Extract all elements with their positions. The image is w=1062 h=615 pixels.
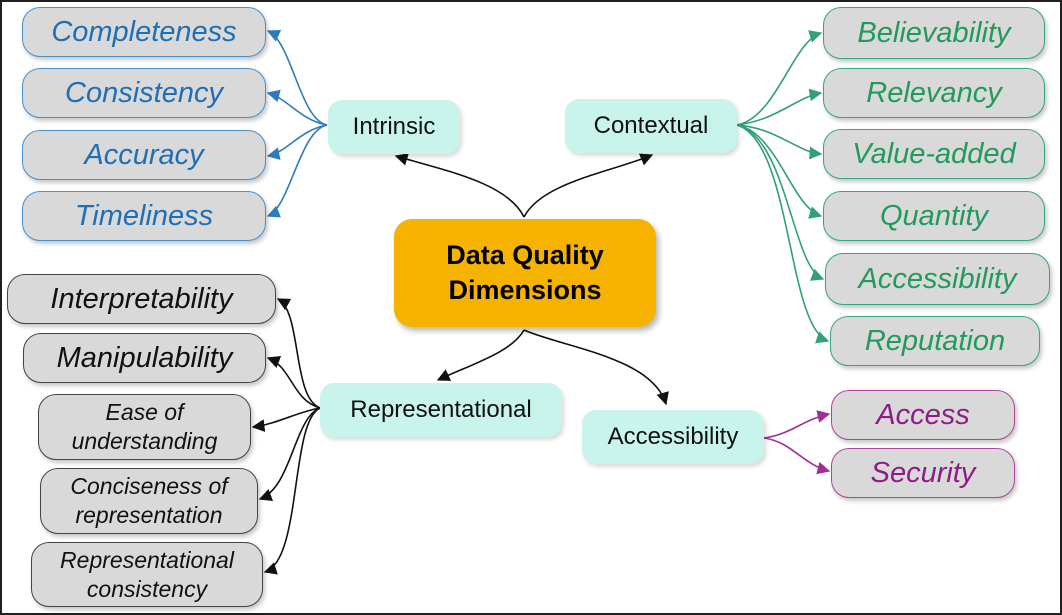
- link-representational-ease: [251, 407, 321, 432]
- center-topic: Data Quality Dimensions: [394, 219, 656, 327]
- category-intrinsic: Intrinsic: [328, 100, 460, 154]
- leaf-accessibility-contextual: Accessibility: [825, 253, 1050, 305]
- leaf-ease-line2: understanding: [71, 428, 218, 454]
- leaf-reputation: Reputation: [830, 316, 1040, 366]
- center-topic-line1: Data Quality: [446, 239, 604, 270]
- leaf-ease-line1: Ease of: [105, 399, 184, 426]
- link-intrinsic-accuracy: [266, 124, 328, 160]
- leaf-ease-of-understanding: Ease of understanding: [38, 394, 251, 460]
- link-representational-consistency: [263, 407, 321, 575]
- leaf-interpretability-line1: Interpretability: [50, 282, 233, 315]
- center-topic-line2: Dimensions: [448, 275, 602, 305]
- category-accessibility: Accessibility: [582, 410, 764, 464]
- leaf-repcons-line1: Representational: [60, 546, 234, 573]
- leaf-conciseness-line2: representation: [75, 502, 223, 528]
- leaf-conciseness-of-representation: Conciseness of representation: [40, 468, 258, 534]
- leaf-completeness: Completeness: [22, 7, 266, 57]
- link-accessibility-security: [763, 437, 831, 475]
- link-accessibility-access: [763, 410, 831, 439]
- leaf-accuracy: Accuracy: [22, 130, 266, 180]
- link-intrinsic-timeliness: [266, 124, 328, 218]
- link-contextual-reputation: [736, 124, 830, 344]
- link-contextual-accessibility: [736, 124, 825, 281]
- link-center-representational: [436, 329, 525, 381]
- link-contextual-value-added: [736, 124, 823, 160]
- link-intrinsic-completeness: [266, 30, 328, 126]
- leaf-interpretability: Interpretability: [7, 274, 276, 324]
- link-representational-manipulability: [266, 356, 321, 409]
- leaf-consistency: Consistency: [22, 68, 266, 118]
- leaf-timeliness: Timeliness: [22, 191, 266, 241]
- link-center-accessibility: [523, 329, 669, 406]
- category-contextual: Contextual: [565, 99, 737, 153]
- link-center-intrinsic: [394, 153, 525, 218]
- link-representational-conciseness: [258, 407, 321, 501]
- link-contextual-quantity: [736, 124, 823, 219]
- leaf-relevancy: Relevancy: [823, 68, 1045, 118]
- leaf-value-added: Value-added: [823, 129, 1045, 179]
- leaf-manipulability-line1: Manipulability: [56, 341, 233, 374]
- leaf-manipulability: Manipulability: [23, 333, 266, 383]
- leaf-quantity: Quantity: [823, 191, 1045, 241]
- link-representational-interpretability: [276, 298, 321, 409]
- leaf-security: Security: [831, 448, 1015, 498]
- leaf-representational-consistency: Representational consistency: [31, 542, 263, 607]
- link-contextual-relevancy: [736, 88, 823, 126]
- leaf-access: Access: [831, 390, 1015, 440]
- leaf-believability: Believability: [823, 7, 1045, 59]
- link-center-contextual: [523, 153, 654, 218]
- link-contextual-believability: [736, 30, 823, 126]
- leaf-conciseness-line1: Conciseness of: [70, 473, 228, 500]
- link-intrinsic-consistency: [266, 89, 328, 126]
- category-representational: Representational: [320, 383, 562, 437]
- leaf-repcons-line2: consistency: [86, 575, 208, 602]
